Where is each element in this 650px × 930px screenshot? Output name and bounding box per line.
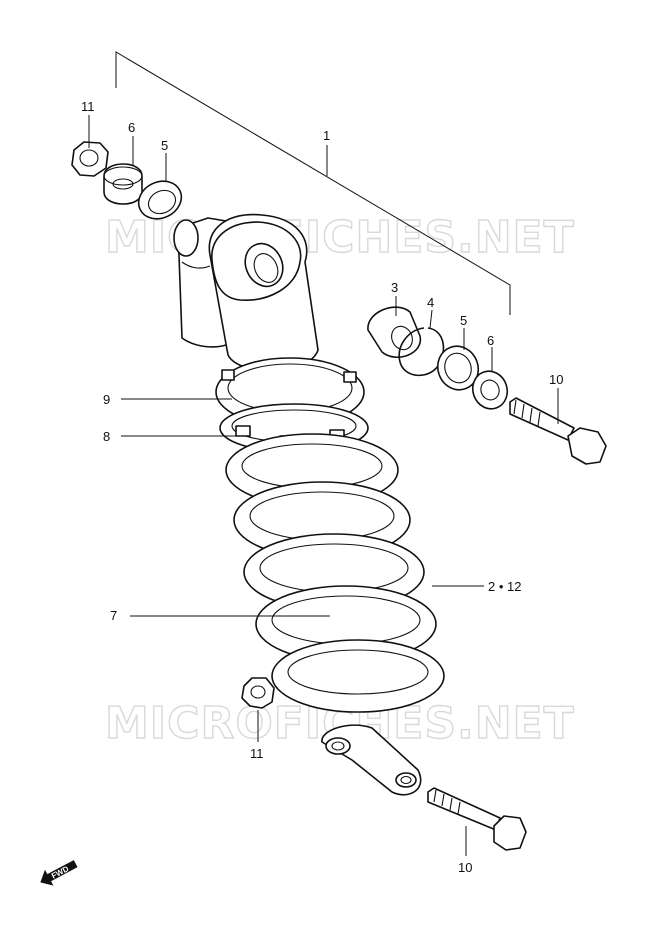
bearing-3 (367, 306, 422, 358)
callout-10-right: 10 (549, 372, 563, 387)
callout-9: 9 (103, 392, 110, 407)
callout-6-top: 6 (128, 120, 135, 135)
callout-5-right: 5 (460, 313, 467, 328)
coil-spring (225, 433, 445, 713)
assembly-bracket (115, 51, 511, 315)
lower-clevis (321, 724, 422, 796)
fwd-arrow-icon: FWD (40, 860, 78, 886)
callout-8: 8 (103, 429, 110, 444)
callout-1: 1 (323, 128, 330, 143)
callout-4: 4 (427, 295, 434, 310)
seal-5-right (436, 345, 480, 391)
callout-11-bottom: 11 (250, 746, 264, 761)
callout-3: 3 (391, 280, 398, 295)
callout-5-top: 5 (161, 138, 168, 153)
circlip-4 (398, 327, 445, 377)
seal-5-top (137, 180, 183, 220)
bolt-10-bottom (427, 787, 527, 851)
nut-11-bottom (241, 677, 275, 709)
callout-10-bottom: 10 (458, 860, 472, 875)
callout-11-top: 11 (81, 99, 95, 114)
callout-6-right: 6 (487, 333, 494, 348)
nut-11-top (71, 141, 109, 177)
callout-2-12: 2 • 12 (488, 579, 521, 594)
bushing-6-top (103, 163, 143, 205)
bolt-10-right (509, 397, 607, 465)
leader-lines (88, 115, 559, 856)
callout-7: 7 (110, 608, 117, 623)
bushing-6-right (471, 370, 509, 410)
shock-upper-body (208, 213, 319, 372)
